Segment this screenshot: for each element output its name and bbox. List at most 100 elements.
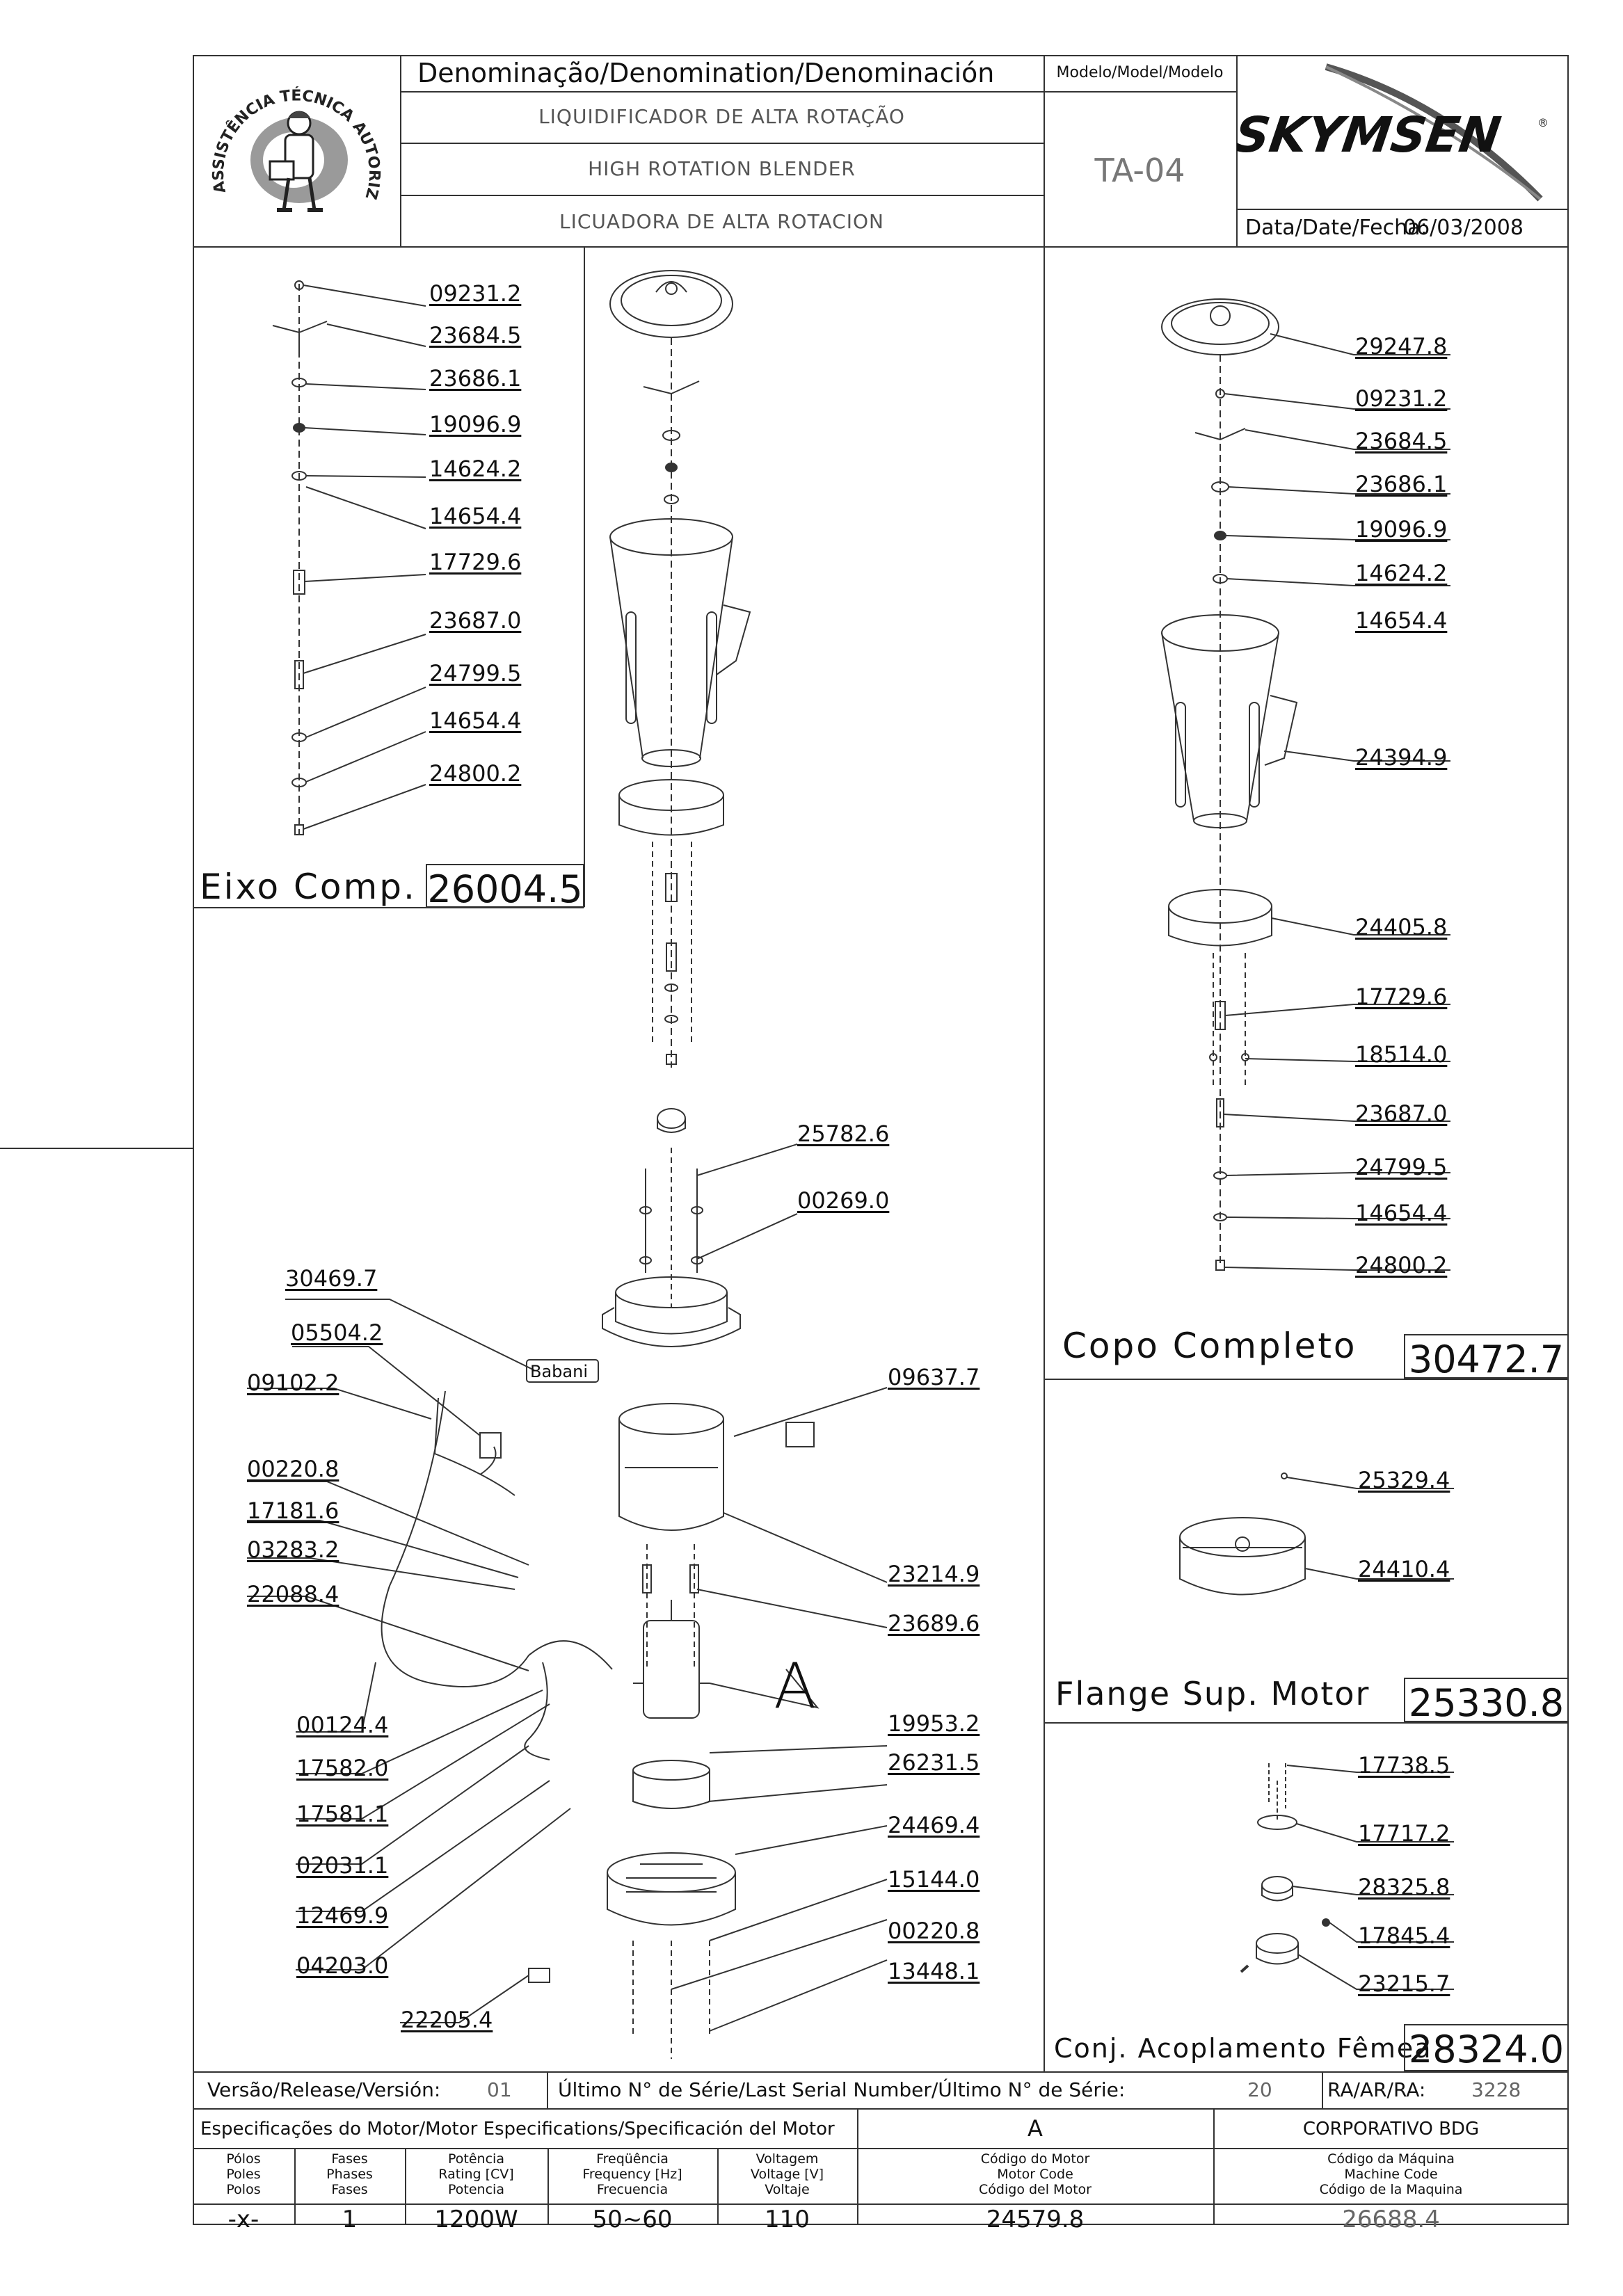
flange-title: Flange Sup. Motor	[1055, 1675, 1370, 1712]
flange-part-label: 24410.4	[1358, 1556, 1450, 1582]
footer-v1	[547, 2071, 548, 2108]
main-part-label: 05504.2	[291, 1319, 383, 1346]
spec-value: 1200W	[434, 2206, 518, 2233]
main-part-label: 13448.1	[888, 1958, 980, 1984]
spec-value: 1	[342, 2206, 358, 2233]
footer-v8	[717, 2148, 719, 2225]
motor-callout: A	[774, 1650, 817, 1723]
main-part-label: 26231.5	[888, 1749, 980, 1776]
main-part-label: 09102.2	[247, 1370, 339, 1396]
brand-logo: SKYMSEN ®	[1231, 60, 1568, 206]
eixo-part-label: 24799.5	[429, 660, 522, 687]
eixo-part-label: 17729.6	[429, 549, 522, 575]
name-es: LICUADORA DE ALTA ROTACION	[559, 210, 884, 233]
footer-v5	[294, 2148, 296, 2225]
copo-part-label: 14654.4	[1355, 1200, 1448, 1226]
blender-exploded-drawing	[247, 270, 888, 2059]
flange-part-label: 25329.4	[1358, 1467, 1450, 1493]
eixo-part-label: 23684.5	[429, 322, 522, 348]
header-col-1	[400, 55, 401, 246]
copo-part-label: 23686.1	[1355, 471, 1448, 497]
eixo-part-label: 09231.2	[429, 280, 522, 307]
main-part-label: 00220.8	[888, 1918, 980, 1944]
authorized-assistance-seal: ASSISTÊNCIA TÉCNICA AUTORIZADA	[195, 51, 391, 238]
eixo-part-label: 23687.0	[429, 607, 522, 634]
release-value: 01	[487, 2078, 512, 2101]
main-part-label: 00124.4	[296, 1712, 389, 1738]
copo-bottom	[1044, 1379, 1569, 1380]
footer-v2	[1322, 2071, 1323, 2108]
header-col-2	[1044, 55, 1045, 246]
name-en: HIGH ROTATION BLENDER	[588, 157, 856, 180]
eixo-part-label: 14654.4	[429, 503, 522, 529]
acoplamento-code: 28324.0	[1404, 2024, 1569, 2071]
serial-value: 20	[1247, 2078, 1272, 2101]
motor-ref: A	[1028, 2115, 1043, 2142]
main-part-label: 17181.6	[247, 1498, 339, 1524]
header-row-c	[400, 195, 1044, 196]
spec-value: 50~60	[592, 2206, 673, 2233]
main-part-label: 23214.9	[888, 1561, 980, 1587]
eixo-part-label: 14624.2	[429, 456, 522, 482]
copo-title: Copo Completo	[1062, 1326, 1357, 1366]
header-divider	[193, 246, 1569, 248]
main-part-label: 00220.8	[247, 1456, 339, 1482]
spec-value: 110	[765, 2206, 810, 2233]
copo-part-label: 18514.0	[1355, 1041, 1448, 1068]
copo-code: 30472.7	[1404, 1334, 1569, 1379]
copo-part-label: 23684.5	[1355, 428, 1448, 454]
spec-value: -x-	[227, 2206, 259, 2233]
ra-label: RA/AR/RA:	[1327, 2078, 1426, 2101]
model-label: Modelo/Model/Modelo	[1056, 64, 1224, 81]
main-part-label: 22088.4	[247, 1581, 339, 1607]
flange-code: 25330.8	[1404, 1678, 1569, 1722]
margin-mark	[0, 1148, 193, 1149]
eixo-part-label: 23686.1	[429, 365, 522, 392]
flange-drawing	[1179, 1472, 1454, 1596]
footer-v3	[857, 2108, 858, 2225]
motor-spec-label: Especificações do Motor/Motor Especifica…	[200, 2119, 835, 2140]
main-part-label: 24469.4	[888, 1812, 980, 1838]
footer-row1	[193, 2108, 1569, 2110]
eixo-code: 26004.5	[426, 864, 584, 908]
eixo-bottom	[193, 907, 584, 908]
acoplamento-part-label: 17717.2	[1358, 1820, 1450, 1847]
eixo-part-label: 24800.2	[429, 760, 522, 787]
copo-part-label: 14654.4	[1355, 607, 1448, 634]
copo-completo-drawing	[1161, 298, 1450, 1271]
spec-header: Pólos Poles Polos	[226, 2151, 261, 2197]
release-label: Versão/Release/Versión:	[207, 2078, 441, 2101]
main-part-label: 17581.1	[296, 1801, 389, 1827]
footer-v7	[547, 2148, 549, 2225]
copo-part-label: 29247.8	[1355, 333, 1448, 360]
spec-value: 24579.8	[986, 2206, 1085, 2233]
copo-part-label: 19096.9	[1355, 516, 1448, 543]
copo-part-label: 09231.2	[1355, 385, 1448, 412]
header-row-a	[400, 91, 1044, 93]
footer-v4	[1213, 2108, 1215, 2225]
main-part-label: 22205.4	[401, 2007, 493, 2033]
footer-v6	[405, 2148, 406, 2225]
header-row-b	[400, 143, 1044, 144]
spec-header: Fases Phases Fases	[326, 2151, 373, 2197]
main-part-label: 12469.9	[296, 1902, 389, 1929]
acoplamento-part-label: 17738.5	[1358, 1752, 1450, 1779]
spec-header: Código do Motor Motor Code Código del Mo…	[979, 2151, 1092, 2197]
main-part-label: 15144.0	[888, 1866, 980, 1893]
header-col-3	[1236, 55, 1238, 246]
main-part-label: 17582.0	[296, 1755, 389, 1781]
spec-header: Freqüência Frequency [Hz] Frecuencia	[582, 2151, 682, 2197]
eixo-shaft-drawing	[272, 280, 426, 835]
main-part-label: 00269.0	[797, 1187, 890, 1214]
copo-part-label: 17729.6	[1355, 984, 1448, 1010]
main-part-label: 03283.2	[247, 1536, 339, 1563]
main-part-label: 09637.7	[888, 1364, 980, 1390]
copo-part-label: 23687.0	[1355, 1100, 1448, 1127]
drawing-frame	[193, 55, 1569, 2225]
main-part-label: 23689.6	[888, 1610, 980, 1637]
model-value: TA-04	[1094, 152, 1185, 189]
denomination-label: Denominação/Denomination/Denominación	[417, 58, 995, 88]
footer-row3	[193, 2203, 1569, 2205]
acoplamento-part-label: 23215.7	[1358, 1970, 1450, 1997]
